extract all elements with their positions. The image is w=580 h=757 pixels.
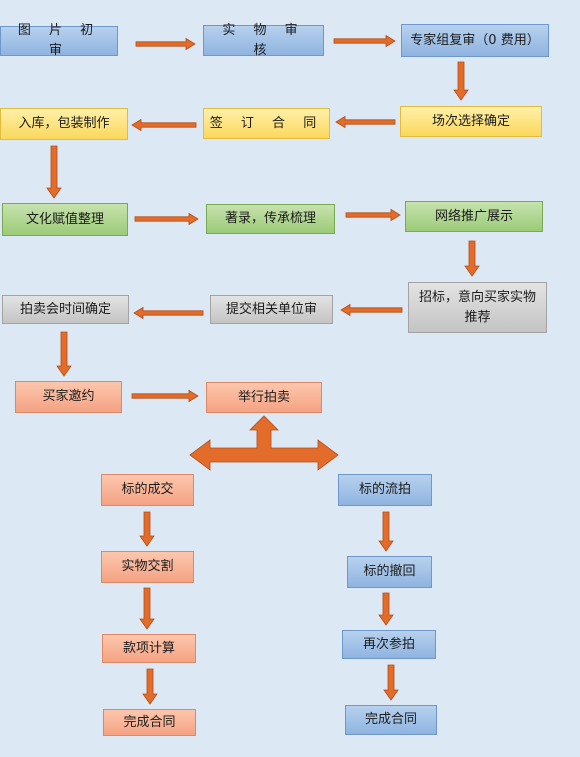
arrow-left-2 [131, 118, 197, 132]
step-cataloguing: 著录，传承梳理 [206, 204, 335, 234]
branch-success-step-1: 标的成交 [101, 474, 194, 506]
branch-fail-step-3: 再次参拍 [342, 630, 436, 659]
arrow-left-4 [133, 306, 204, 320]
arrow-down-3 [464, 240, 480, 277]
arrow-fail-1 [378, 511, 394, 552]
branch-success-step-3: 款项计算 [102, 634, 196, 663]
arrow-success-3 [142, 668, 158, 705]
arrow-right-4 [345, 208, 401, 222]
step-buyer-invitation: 买家邀约 [15, 381, 122, 413]
arrow-split [189, 415, 339, 471]
step-hold-auction: 举行拍卖 [206, 382, 322, 413]
step-expert-review: 专家组复审（0 费用） [401, 24, 549, 57]
step-cultural-valuation: 文化赋值整理 [2, 203, 128, 236]
branch-success-step-2: 实物交割 [101, 551, 194, 583]
arrow-fail-2 [378, 592, 394, 626]
step-online-promotion: 网络推广展示 [405, 201, 543, 232]
arrow-down-4 [56, 331, 72, 377]
arrow-success-1 [139, 511, 155, 547]
arrow-down-2 [46, 145, 62, 199]
step-item-review: 实 物 审 核 [203, 23, 324, 58]
arrow-right-5 [131, 389, 199, 403]
step-submit-review: 提交相关单位审 [210, 295, 333, 324]
arrow-right-3 [134, 212, 199, 226]
step-storage-packaging: 入库，包装制作 [0, 108, 128, 140]
arrow-fail-3 [383, 664, 399, 701]
step-buyer-recommendation: 招标，意向买家实物推荐 [408, 282, 547, 333]
arrow-success-2 [139, 587, 155, 630]
branch-fail-step-2: 标的撤回 [347, 556, 432, 588]
arrow-left-1 [335, 115, 396, 129]
arrow-right-1 [135, 37, 196, 51]
step-session-select: 场次选择确定 [400, 106, 542, 137]
step-auction-date: 拍卖会时间确定 [2, 295, 129, 324]
branch-fail-step-4: 完成合同 [345, 705, 437, 735]
arrow-left-3 [340, 303, 403, 317]
branch-fail-step-1: 标的流拍 [338, 474, 432, 506]
step-sign-contract: 签 订 合 同 [203, 108, 330, 139]
branch-success-step-4: 完成合同 [103, 709, 196, 736]
arrow-right-2 [333, 34, 396, 48]
step-image-review: 图 片 初 审 [0, 23, 118, 58]
arrow-down-1 [453, 61, 469, 101]
